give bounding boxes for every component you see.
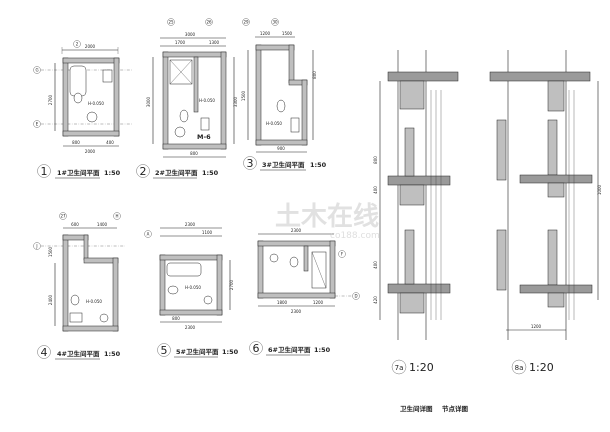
detail7a-dim-3: 400	[373, 261, 378, 269]
detail8a-number: 8a	[515, 364, 524, 372]
watermark-text: 土木在线	[275, 202, 379, 232]
plan3-axis-30: 30	[272, 20, 278, 25]
plan5-dim-bottom: 2300	[185, 325, 196, 330]
detail8a-dim-2: 1000	[597, 184, 602, 195]
plan4-axis-h: H	[115, 214, 118, 219]
plan4-dim-top2: 1400	[97, 222, 108, 227]
detail7a-scale: 1:20	[409, 361, 434, 374]
plan5-level-note: H-0.050	[185, 285, 201, 290]
plan3-title: 3#卫生间平面	[262, 160, 305, 169]
detail8a-scale: 1:20	[529, 361, 554, 374]
plan5-axis-a: A	[147, 232, 150, 237]
plan1-axis-g: G	[35, 68, 38, 73]
plan4-title: 4#卫生间平面	[57, 349, 100, 358]
plan3-dim-top2: 1500	[282, 31, 293, 36]
plan4-dim-top1: 600	[71, 222, 79, 227]
plan2-dim-top: 3000	[185, 32, 196, 37]
plan3-level-note: H-0.050	[266, 121, 282, 126]
plan6-number: 6	[253, 342, 260, 355]
plan6-dim-top: 2300	[291, 228, 302, 233]
plan6-dim-b1: 1800	[277, 300, 288, 305]
plan3-dim-right: 800	[312, 71, 317, 79]
plan3-scale: 1:50	[310, 161, 327, 169]
plan6-title: 6#卫生间平面	[268, 345, 311, 354]
plan2-scale: 1:50	[202, 169, 219, 177]
plan-3: 29 30 1200 1500 H-0.050 1500 800 900 3 3…	[241, 18, 327, 171]
plan2-dim-1: 1700	[175, 40, 186, 45]
plan-4: 27 H J 600 1400 H-0.050 2400 1500 4 4#卫生…	[33, 212, 125, 360]
plan5-dim-b1: 800	[172, 316, 180, 321]
watermark-sub: co188.com	[330, 231, 380, 241]
plan3-axis-29: 29	[243, 20, 249, 25]
plan1-number: 1	[41, 165, 48, 178]
plan2-dim-left: 3000	[146, 96, 151, 107]
plan4-axis-j: J	[35, 244, 37, 249]
plan4-level-note: H-0.050	[86, 299, 102, 304]
plan2-number: 2	[140, 165, 147, 178]
plan5-title: 5#卫生间平面	[176, 347, 219, 356]
plan-1: 2000 2 G E H-0.050 2700 800 2000 400 1 1…	[33, 40, 132, 179]
plan6-dim-b2: 1200	[313, 300, 324, 305]
plan6-axis-d: D	[354, 294, 357, 299]
plan1-axis-e: E	[36, 122, 39, 127]
plan1-level-note: H-0.050	[88, 101, 104, 106]
plan4-dim-left2: 1500	[48, 246, 53, 257]
detail7a-dim-1: 800	[373, 156, 378, 164]
plan6-scale: 1:50	[314, 346, 331, 354]
plan6-axis-f: F	[341, 252, 344, 257]
plan-2: 25 26 3000 1700 1300 H-0.050 M-6 3000 33…	[136, 18, 238, 179]
plan2-level-note: H-0.050	[199, 98, 215, 103]
plan2-dim-bottom: 800	[190, 151, 198, 156]
footer-right: 节点详图	[442, 404, 469, 413]
plan5-scale: 1:50	[222, 348, 239, 356]
plan3-number: 3	[247, 157, 254, 170]
plan5-dim-right: 2700	[229, 279, 234, 290]
detail8a-dim-1: 1200	[531, 324, 542, 329]
plan4-axis-27: 27	[60, 214, 66, 219]
plan1-scale: 1:50	[104, 169, 121, 177]
detail-7a: 800 400 400 420 7a 1:20	[373, 50, 459, 375]
plan5-dim-top2: 1100	[202, 230, 213, 235]
plan-5: A 2300 1100 H-0.050 2700 800 2300 5 5#卫生…	[144, 222, 239, 358]
plan1-dim-left: 2700	[48, 94, 53, 105]
plan2-title: 2#卫生间平面	[155, 168, 198, 177]
plan6-dim-bottom: 2300	[291, 309, 302, 314]
plan1-dim-b2: 400	[106, 140, 114, 145]
plan1-title: 1#卫生间平面	[57, 168, 100, 177]
plan1-dim-bottom: 2000	[85, 149, 96, 154]
plan5-number: 5	[161, 344, 168, 357]
plan2-axis-25: 25	[168, 20, 174, 25]
plan1-dim-b1: 800	[72, 140, 80, 145]
plan2-axis-26: 26	[206, 20, 212, 25]
detail7a-dim-2: 400	[373, 186, 378, 194]
footer-left: 卫生间详图	[400, 404, 433, 413]
plan2-dim-right: 3300	[233, 96, 238, 107]
plan3-dim-top1: 1200	[260, 31, 271, 36]
plan-6: 2300 F D 1800 1200 2300 6 6#卫生间平面 1:50	[249, 228, 360, 356]
plan4-number: 4	[41, 346, 48, 359]
detail7a-number: 7a	[395, 364, 404, 372]
plan4-scale: 1:50	[104, 350, 121, 358]
plan3-dim-bottom: 900	[277, 146, 285, 151]
plan2-door-label: M-6	[197, 133, 211, 141]
plan1-axis-top: 2	[76, 42, 79, 47]
plan2-dim-2: 1300	[209, 40, 220, 45]
plan5-dim-top: 2300	[185, 222, 196, 227]
plan1-dim-top: 2000	[85, 44, 96, 49]
plan4-dim-left: 2400	[48, 294, 53, 305]
detail-8a: 1200 1000 8a 1:20	[489, 50, 602, 375]
plan3-dim-left: 1500	[241, 90, 246, 101]
detail7a-dim-4: 420	[373, 296, 378, 304]
